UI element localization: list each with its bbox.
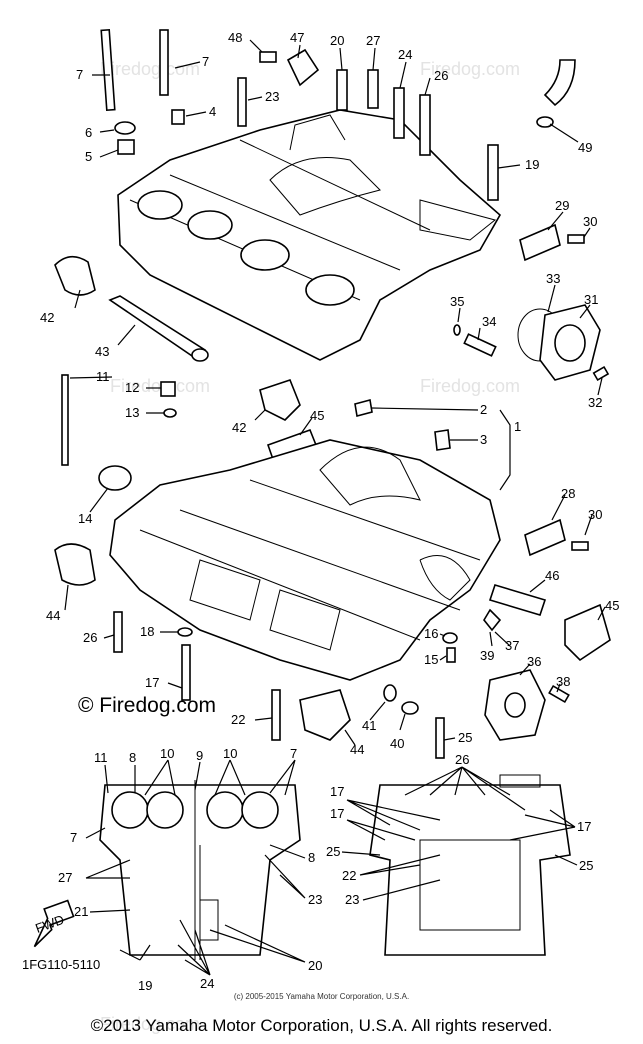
callout-26: 26 bbox=[83, 630, 97, 645]
callout-48: 48 bbox=[228, 30, 242, 45]
callout-2: 2 bbox=[480, 402, 487, 417]
callout-labels: 7 7 48 47 20 27 24 26 4 23 6 5 49 19 29 … bbox=[40, 30, 619, 993]
callout-39: 39 bbox=[480, 648, 494, 663]
callout-45: 45 bbox=[310, 408, 324, 423]
callout-23: 23 bbox=[265, 89, 279, 104]
callout-7: 7 bbox=[202, 54, 209, 69]
callout-33: 33 bbox=[546, 271, 560, 286]
callout-12: 12 bbox=[125, 380, 139, 395]
callout-42: 42 bbox=[40, 310, 54, 325]
callout-1: 1 bbox=[514, 419, 521, 434]
watermark-text: Firedog.com bbox=[420, 376, 520, 396]
callout-27: 27 bbox=[366, 33, 380, 48]
callout-30: 30 bbox=[583, 214, 597, 229]
callout-30: 30 bbox=[588, 507, 602, 522]
watermark-text: Firedog.com bbox=[100, 1014, 200, 1034]
diagram-code: 1FG110-5110 bbox=[22, 957, 100, 972]
bolt-pattern-bottom-view bbox=[369, 774, 571, 956]
callout-45: 45 bbox=[605, 598, 619, 613]
callout-11: 11 bbox=[94, 750, 108, 765]
callout-4: 4 bbox=[209, 104, 216, 119]
callout-27: 27 bbox=[58, 870, 72, 885]
lower-parts bbox=[54, 518, 611, 759]
callout-21: 21 bbox=[74, 904, 88, 919]
callout-44: 44 bbox=[46, 608, 60, 623]
callout-23: 23 bbox=[308, 892, 322, 907]
watermark-text: Firedog.com bbox=[100, 59, 200, 79]
callout-6: 6 bbox=[85, 125, 92, 140]
callout-19: 19 bbox=[138, 978, 152, 993]
leader-lines bbox=[64, 39, 606, 976]
callout-5: 5 bbox=[85, 149, 92, 164]
callout-17: 17 bbox=[330, 784, 344, 799]
watermark-layer: Firedog.com Firedog.com Firedog.com Fire… bbox=[100, 59, 520, 1034]
callout-42: 42 bbox=[232, 420, 246, 435]
callout-9: 9 bbox=[196, 748, 203, 763]
callout-16: 16 bbox=[424, 626, 438, 641]
callout-25: 25 bbox=[458, 730, 472, 745]
callout-7: 7 bbox=[290, 746, 297, 761]
firedog-brand-mark: © Firedog.com bbox=[78, 694, 216, 717]
watermark-text: Firedog.com bbox=[110, 376, 210, 396]
callout-49: 49 bbox=[578, 140, 592, 155]
callout-24: 24 bbox=[398, 47, 412, 62]
watermark-text: Firedog.com bbox=[420, 59, 520, 79]
small-copyright: (c) 2005-2015 Yamaha Motor Corporation, … bbox=[233, 992, 410, 1001]
top-fasteners bbox=[100, 28, 576, 201]
callout-36: 36 bbox=[527, 654, 541, 669]
bolt-pattern-top-view bbox=[99, 780, 301, 960]
callout-26: 26 bbox=[455, 752, 469, 767]
callout-25: 25 bbox=[579, 858, 593, 873]
callout-22: 22 bbox=[342, 868, 356, 883]
copyright-footer: ©2013 Yamaha Motor Corporation, U.S.A. A… bbox=[90, 1016, 553, 1035]
callout-46: 46 bbox=[545, 568, 559, 583]
callout-37: 37 bbox=[505, 638, 519, 653]
callout-41: 41 bbox=[362, 718, 376, 733]
callout-20: 20 bbox=[330, 33, 344, 48]
callout-13: 13 bbox=[125, 405, 139, 420]
callout-24: 24 bbox=[200, 976, 214, 991]
callout-34: 34 bbox=[482, 314, 496, 329]
callout-43: 43 bbox=[95, 344, 109, 359]
upper-right-parts bbox=[453, 223, 610, 382]
callout-8: 8 bbox=[129, 750, 136, 765]
callout-17: 17 bbox=[577, 819, 591, 834]
callout-26: 26 bbox=[434, 68, 448, 83]
callout-38: 38 bbox=[556, 674, 570, 689]
fwd-arrow-icon: FWD bbox=[33, 899, 75, 948]
lower-crankcase bbox=[109, 439, 501, 681]
callout-10: 10 bbox=[223, 746, 237, 761]
callout-3: 3 bbox=[480, 432, 487, 447]
upper-crankcase bbox=[117, 109, 502, 361]
callout-32: 32 bbox=[588, 395, 602, 410]
callout-28: 28 bbox=[561, 486, 575, 501]
callout-23: 23 bbox=[345, 892, 359, 907]
callout-7: 7 bbox=[70, 830, 77, 845]
callout-11: 11 bbox=[96, 369, 110, 384]
callout-17: 17 bbox=[330, 806, 344, 821]
callout-14: 14 bbox=[78, 511, 92, 526]
callout-29: 29 bbox=[555, 198, 569, 213]
callout-31: 31 bbox=[584, 292, 598, 307]
callout-40: 40 bbox=[390, 736, 404, 751]
callout-47: 47 bbox=[290, 30, 304, 45]
callout-22: 22 bbox=[231, 712, 245, 727]
callout-44: 44 bbox=[350, 742, 364, 757]
callout-25: 25 bbox=[326, 844, 340, 859]
callout-7: 7 bbox=[76, 67, 83, 82]
callout-35: 35 bbox=[450, 294, 464, 309]
callout-19: 19 bbox=[525, 157, 539, 172]
callout-10: 10 bbox=[160, 746, 174, 761]
callout-17: 17 bbox=[145, 675, 159, 690]
callout-15: 15 bbox=[424, 652, 438, 667]
callout-20: 20 bbox=[308, 958, 322, 973]
callout-8: 8 bbox=[308, 850, 315, 865]
callout-18: 18 bbox=[140, 624, 154, 639]
